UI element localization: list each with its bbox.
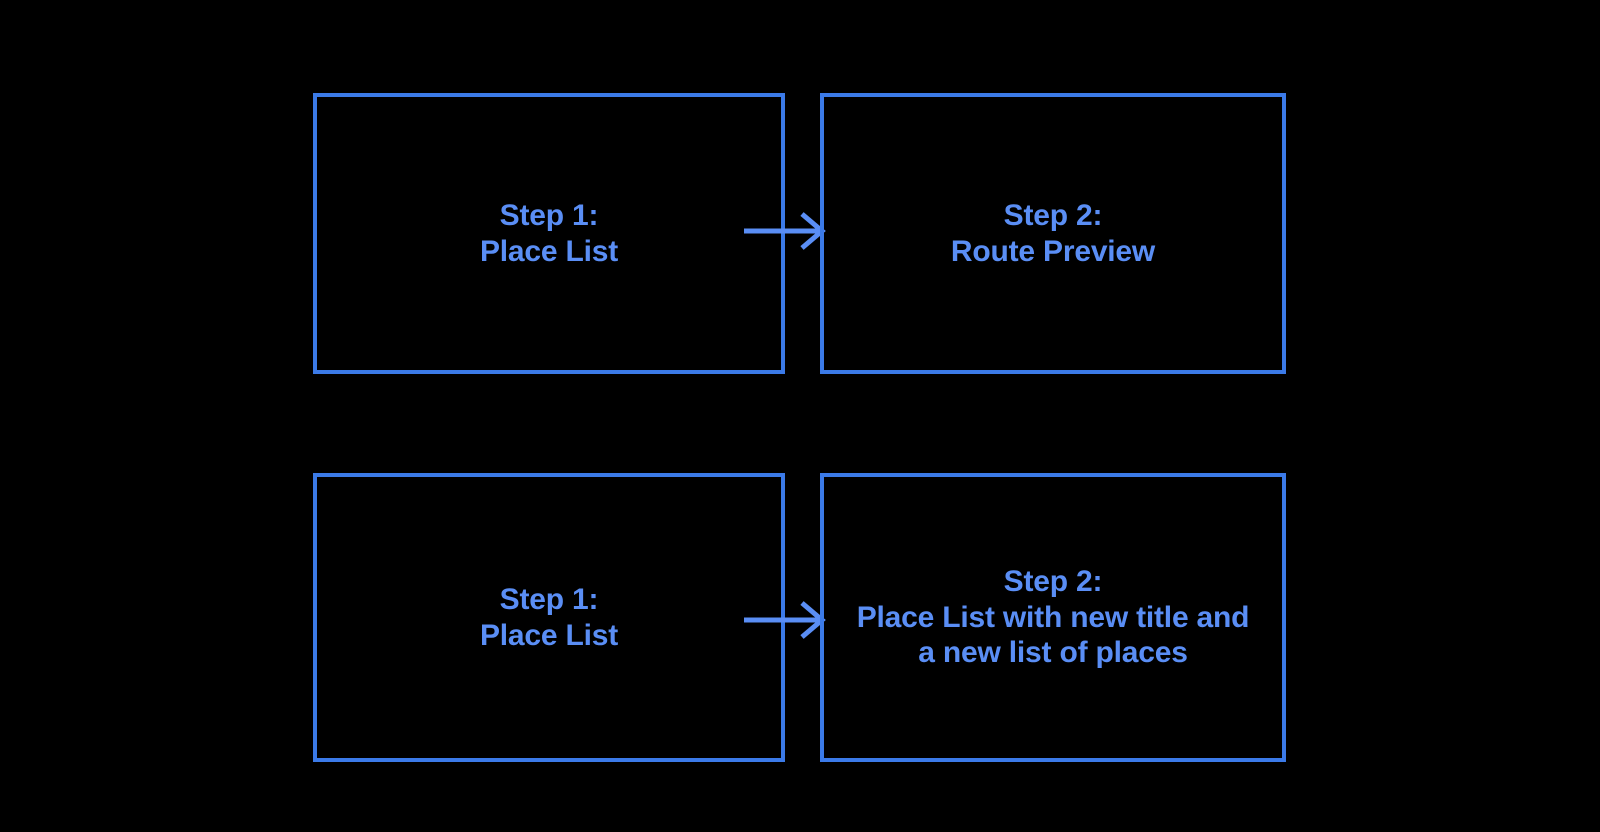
flow-box-label-step-2-top: Step 2: Route Preview <box>950 199 1156 268</box>
flow-box-label-step-1-top: Step 1: Place List <box>479 199 619 268</box>
flow-box-label-step-1-bottom: Step 1: Place List <box>479 583 619 652</box>
flow-box-step-1-bottom[interactable]: Step 1: Place List <box>313 473 785 762</box>
flow-box-step-2-bottom[interactable]: Step 2: Place List with new title and a … <box>820 473 1286 762</box>
flow-box-step-2-top[interactable]: Step 2: Route Preview <box>820 93 1286 374</box>
flow-box-step-1-top[interactable]: Step 1: Place List <box>313 93 785 374</box>
flow-box-label-step-2-bottom: Step 2: Place List with new title and a … <box>856 565 1250 670</box>
